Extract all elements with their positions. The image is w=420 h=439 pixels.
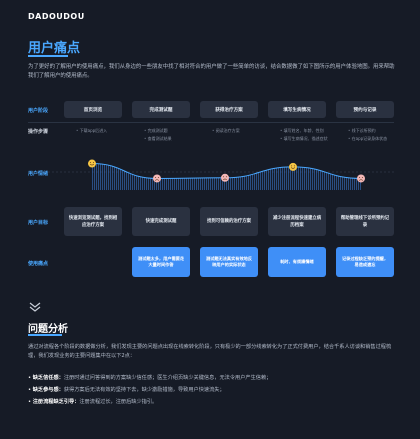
divider — [28, 122, 394, 123]
bullet-text: 注册流程过长，注册后缺少指引。 — [79, 399, 158, 405]
step-list: 阅读治疗方案 — [212, 127, 272, 135]
stage-card: 获得治疗方案 — [200, 101, 258, 118]
sad-face-icon — [153, 174, 161, 183]
brand-logo: DADOUDOU — [28, 12, 85, 21]
analysis-bullet: • 缺乏信任感：注册时通过问答得到的方案缺少信任感；医生介绍页缺少关键信息，无法… — [28, 372, 396, 384]
pain-card[interactable]: 测试题太多，用户需要花大量时间作答 — [132, 247, 190, 277]
row-label-goal: 用户目标 — [28, 220, 49, 226]
row-label-stage: 用户阶段 — [28, 108, 49, 114]
goal-card: 帮助管理线下诊所预约记录 — [336, 207, 394, 236]
row-label-steps: 操作步骤 — [28, 129, 49, 135]
analysis-bullet: • 注册流程缺乏引导：注册流程过长，注册后缺少指引。 — [28, 396, 396, 408]
step-item: 下载app后进入 — [76, 127, 136, 135]
goal-card: 减少注册流程快速建立病历档案 — [268, 207, 326, 236]
sad-face-icon — [221, 173, 229, 182]
analysis-bullet: • 缺乏参与感：获得方案后无法有效的坚持下去，缺少激励措施，导致用户快速流失； — [28, 384, 396, 396]
goal-card: 找到可信赖的治疗方案 — [200, 207, 258, 236]
bullet-label: 缺乏信任感： — [32, 375, 64, 381]
pain-card[interactable]: 测试题无法真实有效地反映用户的实际状态 — [200, 247, 258, 277]
step-item: 完成测试题 — [144, 127, 204, 135]
bullet-dot: • — [28, 399, 33, 405]
bullet-text: 获得方案后无法有效的坚持下去，缺少激励措施，导致用户快速流失； — [63, 387, 225, 393]
mood-curve-chart — [28, 159, 394, 190]
step-item: 查看测试结果 — [144, 135, 204, 143]
sad-face-icon — [357, 174, 365, 183]
heading-underline — [28, 334, 62, 336]
step-list: 线下诊所预约在app记录身体状态 — [348, 127, 408, 142]
step-item: 线下诊所预约 — [348, 127, 408, 135]
analysis-bullets: • 缺乏信任感：注册时通过问答得到的方案缺少信任感；医生介绍页缺少关键信息，无法… — [28, 372, 396, 408]
stage-card: 预约与记录 — [336, 101, 394, 118]
row-label-pain: 使用痛点 — [28, 261, 49, 267]
happy-face-icon — [88, 159, 96, 168]
stage-card: 填写生病情况 — [268, 101, 326, 118]
goal-card: 快速浏览测试题，找到相应治疗方案 — [64, 207, 122, 236]
chevron-down-icon[interactable] — [29, 302, 41, 312]
bullet-dot: • — [28, 375, 33, 381]
step-list: 下载app后进入 — [76, 127, 136, 135]
pain-card[interactable]: 记录过程缺乏预约提醒，易造成遗忘 — [336, 247, 394, 277]
stage-card: 首页浏览 — [64, 101, 122, 118]
row-label-mood: 用户情绪 — [28, 171, 49, 177]
pain-card[interactable]: 耗时、有烦躁情绪 — [268, 247, 326, 277]
bullet-text: 注册时通过问答得到的方案缺少信任感；医生介绍页缺少关键信息，无法令用户产生信赖； — [63, 375, 272, 381]
bullet-label: 注册流程缺乏引导： — [32, 399, 80, 405]
analysis-paragraph: 通过对流程各个阶段的数据做分析，我们发现主要的问题点出现在线索转化阶段，只有极少… — [28, 344, 392, 359]
step-item: 填写姓名、年龄、性别 — [280, 127, 340, 135]
step-list: 完成测试题查看测试结果 — [144, 127, 204, 142]
page-title: 用户痛点 — [28, 41, 81, 56]
goal-card: 快速完成测试题 — [132, 207, 190, 236]
bullet-label: 缺乏参与感： — [32, 387, 64, 393]
stage-card: 完成测试题 — [132, 101, 190, 118]
step-item: 在app记录身体状态 — [348, 135, 408, 143]
intro-paragraph: 为了更好的了解用户的使用痛点，我们从身边的一些朋友中找了相对符合的用户做了一些简… — [28, 64, 395, 79]
happy-face-icon — [289, 162, 297, 171]
title-underline — [28, 55, 68, 57]
step-item: 填写生病情况、描述症状 — [280, 135, 340, 143]
bullet-dot: • — [28, 387, 33, 393]
analysis-heading: 问题分析 — [28, 324, 68, 335]
step-item: 阅读治疗方案 — [212, 127, 272, 135]
step-list: 填写姓名、年龄、性别填写生病情况、描述症状 — [280, 127, 340, 142]
